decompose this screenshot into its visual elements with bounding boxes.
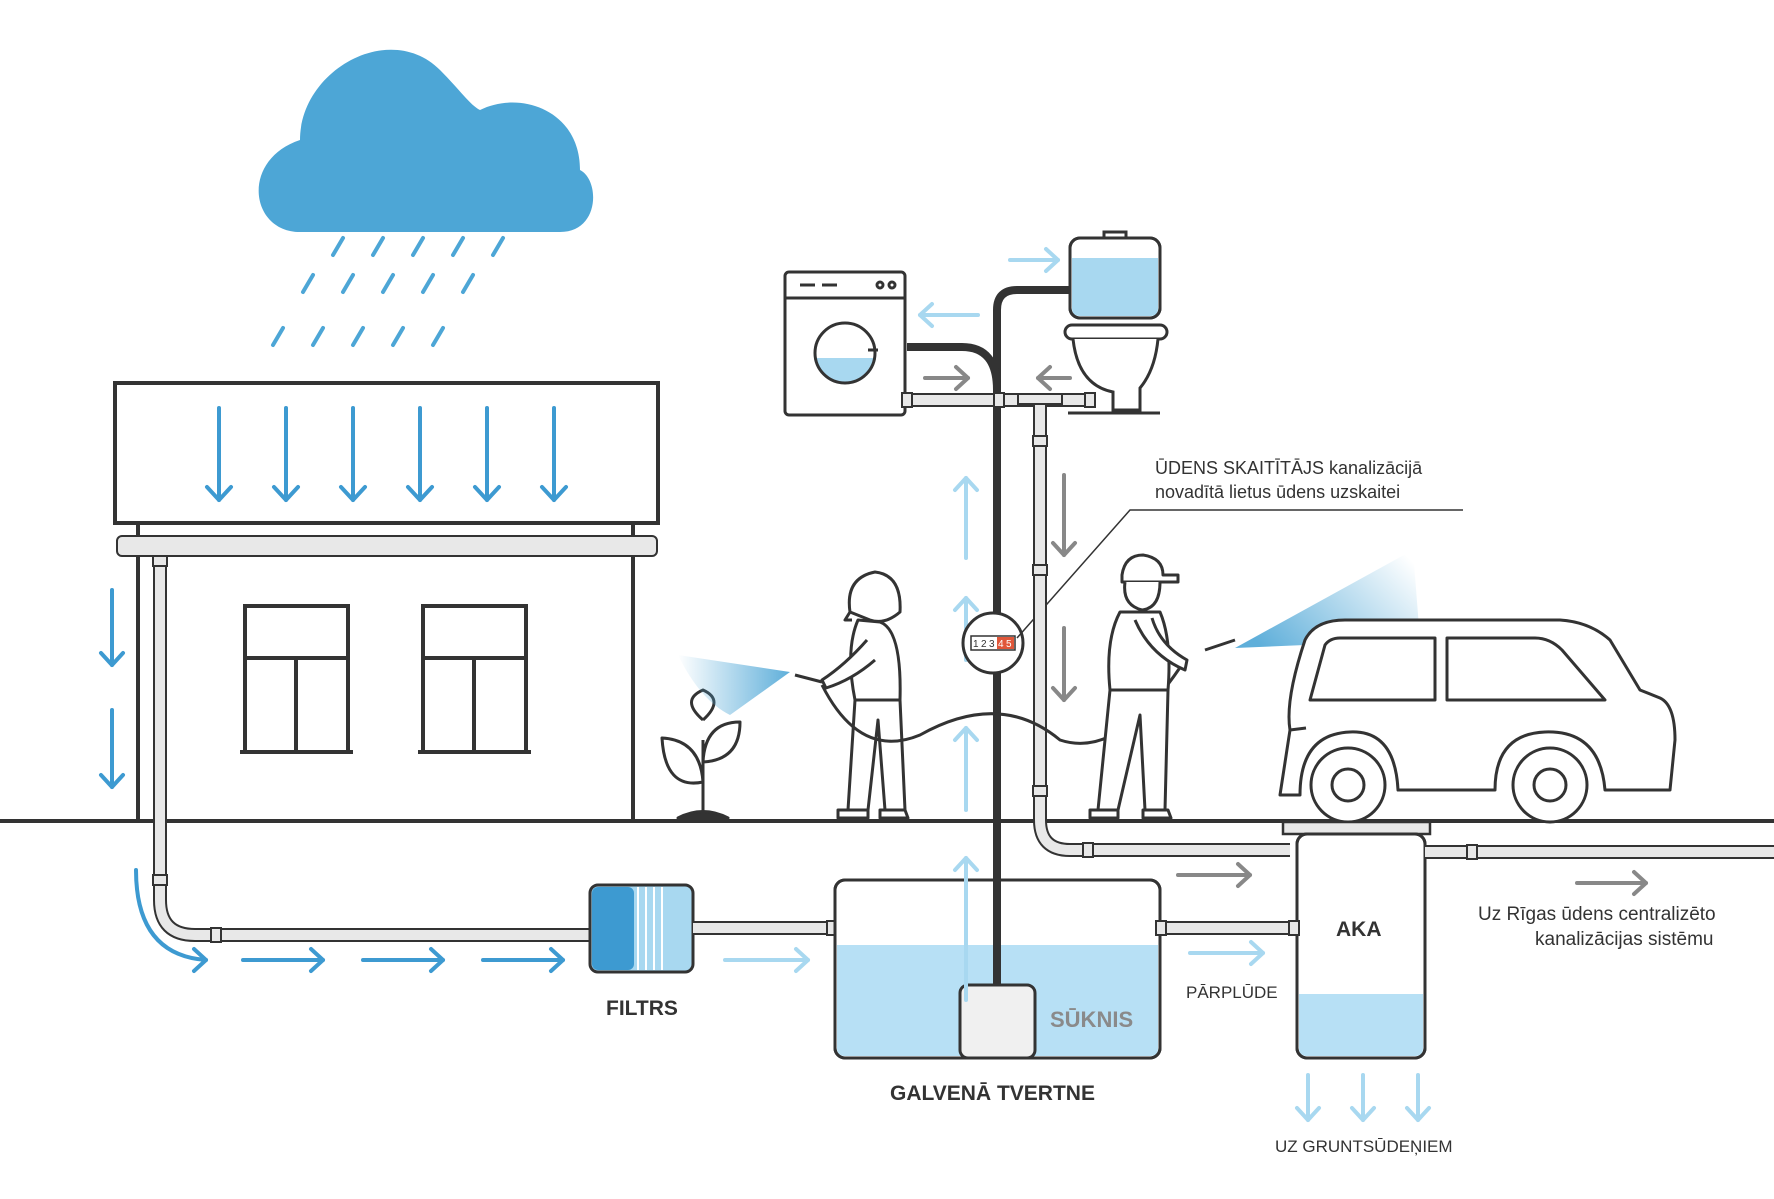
overflow-pipe bbox=[1155, 920, 1300, 936]
drain-arrows bbox=[923, 365, 1648, 896]
water-meter-icon: 1 2 3 4 5 bbox=[961, 611, 1025, 675]
meter-title: ŪDENS SKAITĪTĀJS kanalizācijā bbox=[1155, 458, 1423, 478]
meter-digit: 3 bbox=[989, 639, 995, 650]
filter-label: FILTRS bbox=[606, 997, 678, 1020]
roof-gutter bbox=[116, 535, 658, 557]
person-icon bbox=[1088, 553, 1189, 820]
roof-arrows bbox=[205, 406, 568, 502]
pump-label: SŪKNIS bbox=[1050, 1007, 1133, 1032]
pump bbox=[958, 983, 1037, 1060]
meter-digit: 4 bbox=[998, 639, 1004, 650]
supply-arrows bbox=[918, 247, 1060, 328]
cloud-icon bbox=[258, 49, 594, 232]
person-icon bbox=[820, 570, 910, 820]
meter-digit: 1 bbox=[973, 639, 979, 650]
rain-drops bbox=[271, 236, 505, 347]
filter-to-tank-arrow bbox=[723, 947, 810, 973]
groundwater-arrows bbox=[1295, 1073, 1431, 1122]
meter-digit: 5 bbox=[1006, 639, 1012, 650]
meter-digit: 2 bbox=[981, 639, 987, 650]
main-tank-label: GALVENĀ TVERTNE bbox=[890, 1082, 1095, 1105]
sewer-label-line2: kanalizācijas sistēmu bbox=[1535, 929, 1713, 950]
supply-pipe bbox=[993, 286, 1070, 985]
meter-callout-line bbox=[1016, 509, 1463, 639]
aka-label: AKA bbox=[1336, 918, 1382, 941]
sewer-pipe bbox=[1425, 844, 1774, 860]
overflow-arrow bbox=[1188, 940, 1265, 966]
toilet-icon bbox=[1063, 230, 1169, 415]
supply-pipe-branch bbox=[907, 343, 1001, 391]
downpipe bbox=[152, 555, 590, 943]
spray-left bbox=[678, 655, 790, 715]
pipe-filter-to-tank bbox=[693, 920, 838, 936]
sewer-label-line1: Uz Rīgas ūdens centralizēto bbox=[1478, 904, 1716, 925]
pump-up-arrows bbox=[953, 476, 979, 1002]
car-icon bbox=[1278, 618, 1677, 824]
house bbox=[113, 381, 660, 821]
groundwater-label: UZ GRUNTSŪDEŅIEM bbox=[1275, 1137, 1453, 1156]
washing-machine-icon bbox=[783, 270, 907, 417]
nozzle-left bbox=[794, 673, 823, 684]
filter bbox=[588, 883, 695, 974]
soakaway-well bbox=[1281, 820, 1432, 1060]
nozzle-right bbox=[1204, 638, 1236, 652]
downpipe-arrows bbox=[99, 588, 565, 973]
meter-subtitle: novadītā lietus ūdens uzskaitei bbox=[1155, 482, 1400, 502]
appliance-pipes bbox=[901, 392, 1290, 858]
overflow-label: PĀRPLŪDE bbox=[1186, 983, 1278, 1002]
